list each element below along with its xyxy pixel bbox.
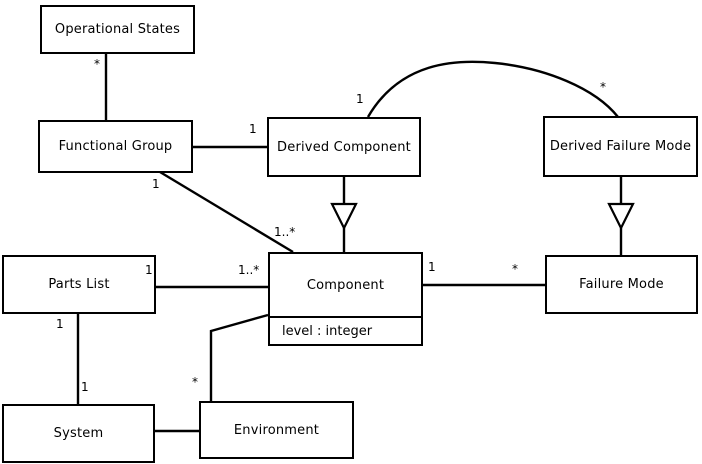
multiplicity-component-failuremode-target: * (512, 262, 518, 276)
class-name-derived-component: Derived Component (277, 139, 411, 155)
class-name-functional-group: Functional Group (58, 139, 173, 154)
generalization-triangle-component (330, 202, 358, 231)
class-name-system: System (53, 426, 104, 441)
multiplicity-partslist-component-target: 1..* (238, 263, 260, 277)
generalization-triangle-failure-mode (607, 202, 635, 231)
class-name-failure-mode: Failure Mode (579, 277, 664, 292)
multiplicity-environment-component: * (192, 375, 198, 389)
multiplicity-partslist-component-source: 1 (145, 263, 153, 277)
class-box-operational-states[interactable]: Operational States (40, 5, 195, 54)
multiplicity-partslist-system-source: 1 (56, 317, 64, 331)
class-box-failure-mode[interactable]: Failure Mode (545, 255, 698, 314)
class-name-environment: Environment (233, 422, 320, 438)
class-box-derived-failure-mode[interactable]: Derived Failure Mode (543, 116, 698, 177)
edge-functionalgroup-component (159, 170, 294, 254)
multiplicity-derivedcomponent-arc-source: 1 (356, 92, 364, 106)
class-name-derived-failure-mode: Derived Failure Mode (549, 139, 692, 154)
multiplicity-component-failuremode-source: 1 (428, 260, 436, 274)
class-box-derived-component[interactable]: Derived Component (267, 117, 421, 177)
class-name-component: Component (306, 277, 385, 293)
multiplicity-functionalgroup-component-source: 1 (152, 177, 160, 191)
class-box-environment[interactable]: Environment (199, 401, 354, 459)
multiplicity-functionalgroup-component-target: 1..* (274, 225, 296, 239)
edge-environment-component (209, 313, 269, 401)
class-box-parts-list[interactable]: Parts List (2, 255, 156, 314)
class-name-parts-list: Parts List (48, 277, 110, 292)
multiplicity-partslist-system-target: 1 (81, 380, 89, 394)
class-box-functional-group[interactable]: Functional Group (38, 120, 193, 173)
class-box-system[interactable]: System (2, 404, 155, 463)
multiplicity-opstates-functionalgroup: * (94, 57, 100, 71)
class-name-operational-states: Operational States (54, 22, 181, 37)
edge-derivedcomponent-derivedfailuremode (366, 60, 619, 118)
multiplicity-derivedfailuremode-arc-target: * (600, 80, 606, 94)
class-box-component[interactable]: Component level : integer (268, 252, 423, 346)
multiplicity-functionalgroup-derivedcomponent: 1 (249, 122, 257, 136)
class-attribute-component-level: level : integer (270, 316, 421, 344)
